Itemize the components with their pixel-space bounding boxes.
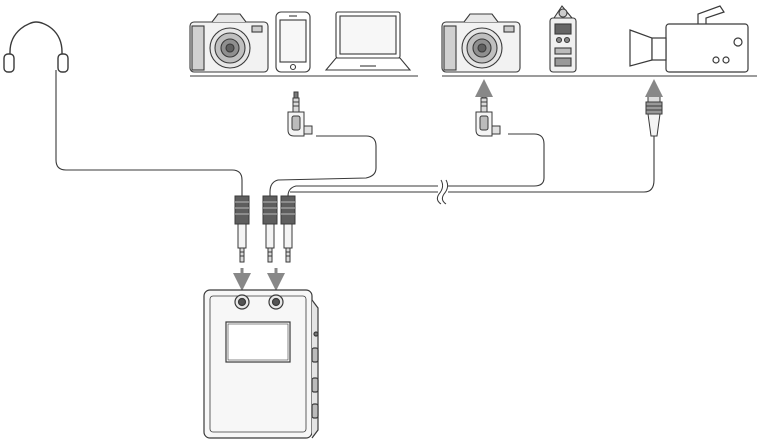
right-angle-trrs-plug-icon	[288, 92, 312, 136]
smartphone-icon	[276, 12, 310, 72]
headphones-icon	[4, 22, 68, 72]
cable-camcorder	[290, 136, 654, 192]
handheld-recorder-icon	[550, 6, 576, 72]
trs-3-5mm-plug-icon	[263, 196, 277, 262]
cable-left-devices	[270, 136, 376, 196]
cable-headphones	[56, 70, 242, 196]
cable-right-devices	[288, 134, 544, 196]
laptop-icon	[326, 12, 410, 70]
output-jack	[269, 295, 283, 309]
trs-3-5mm-plug-icon	[235, 196, 249, 262]
trs-3-5mm-plug-icon	[281, 196, 295, 262]
dslr-camera-icon	[190, 14, 268, 72]
camcorder-icon	[630, 6, 748, 72]
xlr-like-plug-icon	[646, 96, 662, 136]
cable-break-mark	[437, 180, 447, 204]
dslr-camera-icon	[442, 14, 520, 72]
wireless-receiver-icon	[204, 290, 318, 438]
right-angle-trrs-plug-icon	[476, 92, 500, 136]
input-jack	[235, 295, 249, 309]
